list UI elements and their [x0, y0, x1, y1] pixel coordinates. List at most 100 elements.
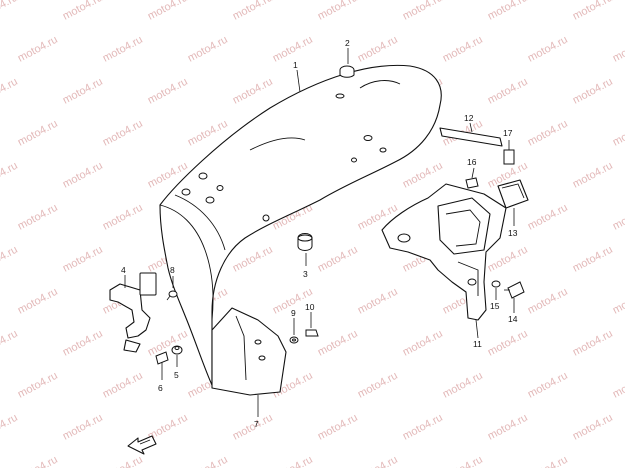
- watermark-text: moto4.ru: [16, 454, 60, 468]
- watermark-text: moto4.ru: [101, 202, 145, 233]
- watermark-text: moto4.ru: [571, 328, 615, 359]
- watermark-text: moto4.ru: [316, 244, 360, 275]
- clip-part-17: [503, 149, 515, 165]
- watermark-text: moto4.ru: [611, 202, 625, 233]
- watermark-text: moto4.ru: [101, 370, 145, 401]
- callout-10: 10: [305, 302, 315, 312]
- watermark-text: moto4.ru: [571, 412, 615, 443]
- watermark-text: moto4.ru: [441, 370, 485, 401]
- watermark-text: moto4.ru: [0, 76, 20, 107]
- watermark-text: moto4.ru: [356, 286, 400, 317]
- watermark-text: moto4.ru: [0, 328, 20, 359]
- callout-16: 16: [467, 157, 477, 167]
- callout-15: 15: [490, 301, 500, 311]
- washer-part-9: [289, 336, 299, 344]
- watermark-text: moto4.ru: [611, 34, 625, 65]
- watermark-text: moto4.ru: [571, 76, 615, 107]
- watermark-text: moto4.ru: [61, 328, 105, 359]
- watermark-text: moto4.ru: [61, 160, 105, 191]
- watermark-text: moto4.ru: [61, 412, 105, 443]
- watermark-text: moto4.ru: [16, 34, 60, 65]
- callout-11: 11: [473, 339, 482, 349]
- watermark-text: moto4.ru: [401, 160, 445, 191]
- front-arrow-icon: [127, 435, 157, 455]
- callout-9: 9: [291, 308, 296, 318]
- watermark-text: moto4.ru: [16, 370, 60, 401]
- watermark-text: moto4.ru: [146, 76, 190, 107]
- leader-lines: [124, 48, 515, 417]
- watermark-text: moto4.ru: [16, 118, 60, 149]
- watermark-text: moto4.ru: [486, 76, 530, 107]
- watermark-text: moto4.ru: [441, 454, 485, 468]
- callout-17: 17: [503, 128, 513, 138]
- watermark-text: moto4.ru: [101, 118, 145, 149]
- screw-part-8: [166, 290, 178, 301]
- watermark-text: moto4.ru: [611, 370, 625, 401]
- watermark-text: moto4.ru: [486, 244, 530, 275]
- rear-fender-part-1: [159, 64, 442, 386]
- watermark-text: moto4.ru: [0, 244, 20, 275]
- nut-part-10: [305, 329, 319, 337]
- watermark-text: moto4.ru: [61, 0, 105, 23]
- watermark-text: moto4.ru: [16, 286, 60, 317]
- callout-2: 2: [345, 38, 350, 48]
- reflector-part-13: [497, 179, 529, 209]
- watermark-text: moto4.ru: [0, 412, 20, 443]
- watermark-text: moto4.ru: [146, 0, 190, 23]
- grommet-part-2: [339, 65, 355, 78]
- reflector-strip-part-12: [439, 127, 503, 147]
- callout-3: 3: [303, 269, 308, 279]
- watermark-text: moto4.ru: [101, 34, 145, 65]
- washer-part-15: [491, 280, 501, 288]
- watermark-text: moto4.ru: [316, 0, 360, 23]
- license-bracket-part-11: [381, 183, 507, 321]
- watermark-text: moto4.ru: [61, 76, 105, 107]
- nut-part-16: [465, 177, 479, 189]
- callout-7: 7: [254, 419, 259, 429]
- watermark-text: moto4.ru: [571, 160, 615, 191]
- watermark-text: moto4.ru: [526, 118, 570, 149]
- watermark-text: moto4.ru: [146, 328, 190, 359]
- callout-8: 8: [170, 265, 175, 275]
- watermark-text: moto4.ru: [611, 454, 625, 468]
- watermark-text: moto4.ru: [611, 118, 625, 149]
- watermark-text: moto4.ru: [61, 244, 105, 275]
- watermark-text: moto4.ru: [526, 454, 570, 468]
- callout-14: 14: [508, 314, 518, 324]
- nut-part-5: [171, 345, 183, 355]
- watermark-text: moto4.ru: [401, 412, 445, 443]
- watermark-text: moto4.ru: [571, 0, 615, 23]
- watermark-text: moto4.ru: [186, 34, 230, 65]
- mud-flap-part-7: [211, 307, 287, 396]
- watermark-text: moto4.ru: [101, 454, 145, 468]
- callout-1: 1: [293, 60, 298, 70]
- watermark-text: moto4.ru: [486, 412, 530, 443]
- watermark-text: moto4.ru: [0, 0, 20, 23]
- callout-6: 6: [158, 383, 163, 393]
- callout-labels: 1 2 3 4 5 6 7 8 9 10 11 12 13 14 15 16 1…: [121, 38, 518, 429]
- watermark-text: moto4.ru: [356, 34, 400, 65]
- watermark-text: moto4.ru: [0, 160, 20, 191]
- watermark-text: moto4.ru: [356, 454, 400, 468]
- watermark-text: moto4.ru: [571, 244, 615, 275]
- watermark-text: moto4.ru: [401, 0, 445, 23]
- callout-5: 5: [174, 370, 179, 380]
- bolt-part-14: [504, 281, 525, 299]
- watermark-text: moto4.ru: [486, 0, 530, 23]
- watermark-text: moto4.ru: [231, 0, 275, 23]
- watermark-text: moto4.ru: [401, 328, 445, 359]
- watermark-text: moto4.ru: [611, 286, 625, 317]
- watermark-text: moto4.ru: [231, 412, 275, 443]
- watermark-text: moto4.ru: [441, 34, 485, 65]
- watermark-text: moto4.ru: [16, 202, 60, 233]
- watermark-text: moto4.ru: [231, 76, 275, 107]
- watermark-text: moto4.ru: [231, 244, 275, 275]
- bracket-part-4: [109, 272, 157, 353]
- callout-13: 13: [508, 228, 518, 238]
- watermark-text: moto4.ru: [526, 286, 570, 317]
- callout-4: 4: [121, 265, 126, 275]
- watermark-text: moto4.ru: [356, 370, 400, 401]
